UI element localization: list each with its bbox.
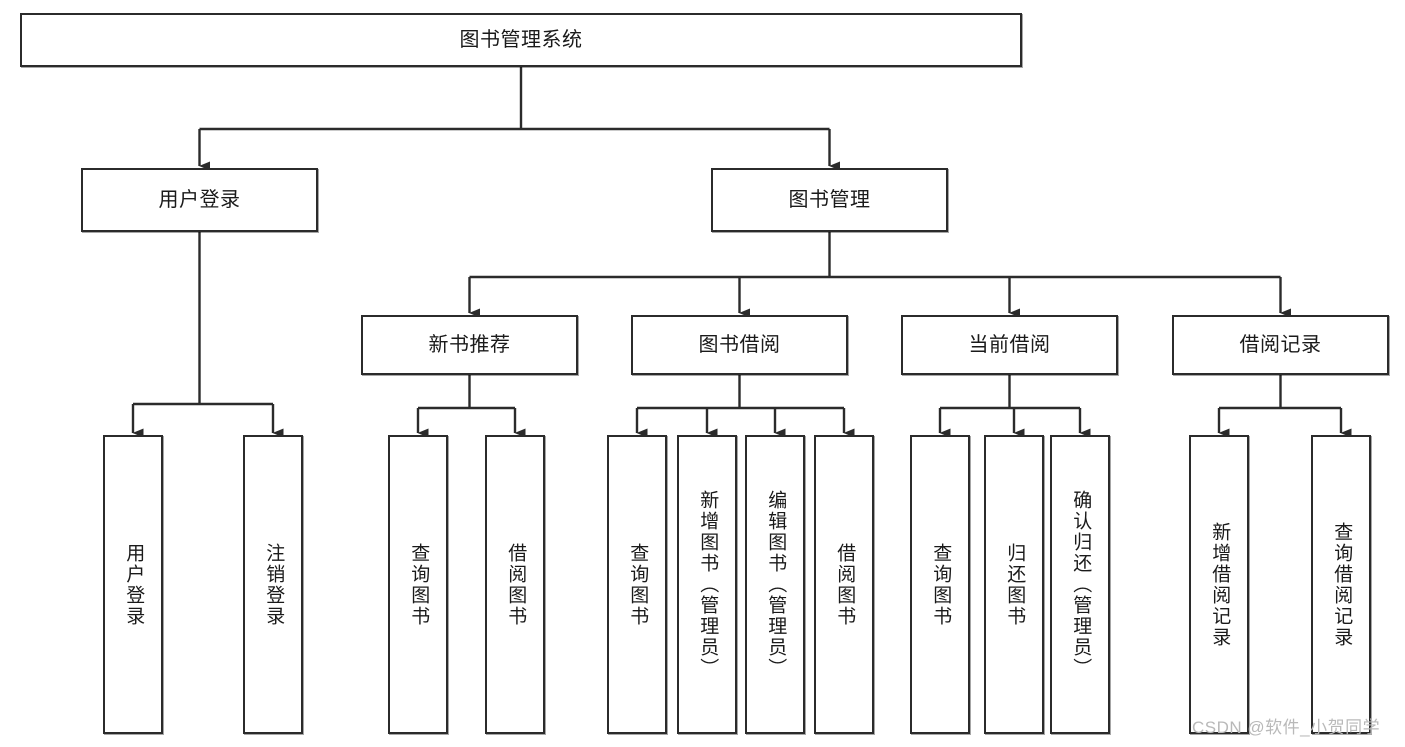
node-leaf-8[interactable]: 借阅图书	[814, 435, 874, 734]
node-label: 图书管理系统	[459, 28, 583, 51]
node-level3-3[interactable]: 当前借阅	[901, 315, 1118, 375]
node-leaf-1[interactable]: 用户登录	[103, 435, 163, 734]
node-label: 确认归还（管理员）	[1070, 490, 1092, 679]
node-label: 图书管理	[788, 188, 871, 211]
node-leaf-4[interactable]: 借阅图书	[485, 435, 545, 734]
node-leaf-11[interactable]: 确认归还（管理员）	[1050, 435, 1110, 734]
node-leaf-13[interactable]: 查询借阅记录	[1311, 435, 1371, 734]
node-leaf-9[interactable]: 查询图书	[910, 435, 970, 734]
node-label: 图书借阅	[698, 333, 781, 356]
node-leaf-2[interactable]: 注销登录	[243, 435, 303, 734]
node-label: 编辑图书（管理员）	[765, 490, 787, 679]
node-label: 查询图书	[408, 542, 430, 627]
node-leaf-10[interactable]: 归还图书	[984, 435, 1044, 734]
node-label: 查询借阅记录	[1331, 521, 1353, 648]
node-label: 注销登录	[263, 542, 285, 627]
node-level2-2[interactable]: 图书管理	[711, 168, 948, 232]
node-leaf-3[interactable]: 查询图书	[388, 435, 448, 734]
node-label: 新书推荐	[428, 333, 511, 356]
node-level3-1[interactable]: 新书推荐	[361, 315, 578, 375]
node-label: 当前借阅	[968, 333, 1051, 356]
node-level3-4[interactable]: 借阅记录	[1172, 315, 1389, 375]
node-leaf-6[interactable]: 新增图书（管理员）	[677, 435, 737, 734]
node-label: 用户登录	[158, 188, 241, 211]
node-label: 查询图书	[930, 542, 952, 627]
node-leaf-12[interactable]: 新增借阅记录	[1189, 435, 1249, 734]
node-level3-2[interactable]: 图书借阅	[631, 315, 848, 375]
node-label: 借阅图书	[834, 542, 856, 627]
node-label: 借阅图书	[505, 542, 527, 627]
node-root-system[interactable]: 图书管理系统	[20, 13, 1022, 67]
node-label: 新增图书（管理员）	[697, 490, 719, 679]
node-level2-1[interactable]: 用户登录	[81, 168, 318, 232]
node-leaf-7[interactable]: 编辑图书（管理员）	[745, 435, 805, 734]
node-label: 新增借阅记录	[1209, 521, 1231, 648]
csdn-watermark: CSDN @软件_小贺同学	[1192, 718, 1381, 737]
node-leaf-5[interactable]: 查询图书	[607, 435, 667, 734]
node-label: 查询图书	[627, 542, 649, 627]
node-label: 借阅记录	[1239, 333, 1322, 356]
node-label: 归还图书	[1004, 542, 1026, 627]
node-label: 用户登录	[123, 542, 145, 627]
